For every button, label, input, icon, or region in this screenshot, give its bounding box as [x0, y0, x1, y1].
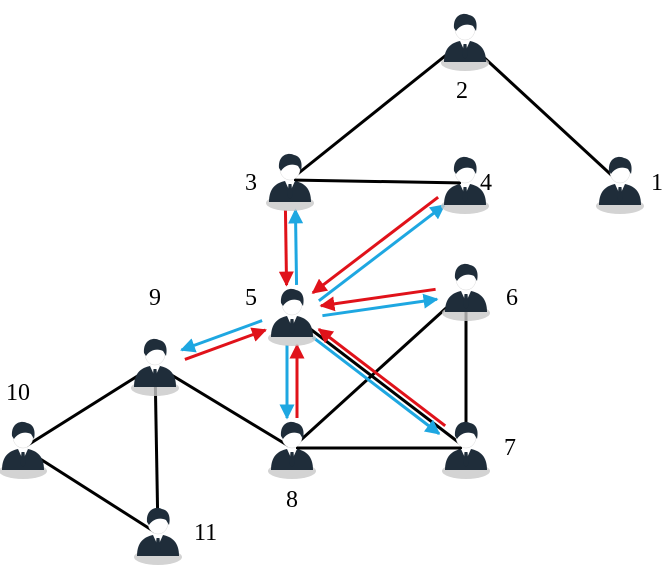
blue-arrow-5-to-7 [311, 335, 441, 435]
blue-arrow-5-to-3 [288, 208, 304, 285]
message-arrows-layer [180, 196, 447, 435]
edge-3-4 [289, 178, 466, 185]
node-label-10: 10 [6, 380, 30, 406]
nodes-layer [0, 13, 644, 565]
person-icon-node-6 [442, 263, 490, 321]
node-label-8: 8 [286, 487, 298, 513]
edge-10-11 [22, 446, 159, 536]
edge-2-3 [289, 38, 466, 182]
labels-layer: 1 2 3 4 5 6 7 8 9 10 11 [6, 78, 663, 546]
blue-arrow-5-to-6 [322, 293, 439, 318]
blue-arrow-5-to-9 [180, 319, 263, 353]
node-label-4: 4 [480, 170, 492, 196]
edge-9-8 [154, 363, 293, 450]
node-label-2: 2 [456, 78, 468, 104]
node-label-5: 5 [245, 285, 257, 311]
red-arrow-6-to-5 [319, 287, 436, 312]
edge-2-1 [463, 38, 622, 185]
red-arrow-3-to-5 [278, 210, 294, 287]
edge-9-10 [22, 363, 156, 450]
person-icon-node-3 [266, 153, 314, 211]
node-label-6: 6 [506, 285, 518, 311]
red-arrow-7-to-5 [317, 328, 447, 428]
person-icon-node-10 [0, 421, 47, 479]
person-icon-node-1 [596, 156, 644, 214]
person-icon-node-7 [442, 421, 490, 479]
person-icon-node-5 [268, 288, 316, 346]
person-icon-node-11 [134, 507, 182, 565]
person-icon-node-9 [131, 338, 179, 396]
node-label-1: 1 [651, 170, 663, 196]
edge-5-7 [291, 313, 467, 450]
person-icon-node-8 [268, 421, 316, 479]
red-arrow-9-to-5 [184, 327, 267, 361]
node-label-11: 11 [194, 520, 217, 546]
edge-8-6 [290, 288, 468, 450]
node-label-3: 3 [245, 170, 257, 196]
red-arrow-4-to-5 [311, 196, 440, 295]
person-icon-node-4 [441, 156, 489, 214]
node-label-7: 7 [504, 435, 516, 461]
blue-arrow-5-to-4 [317, 203, 446, 302]
person-icon-node-2 [441, 13, 489, 71]
node-label-9: 9 [149, 285, 161, 311]
